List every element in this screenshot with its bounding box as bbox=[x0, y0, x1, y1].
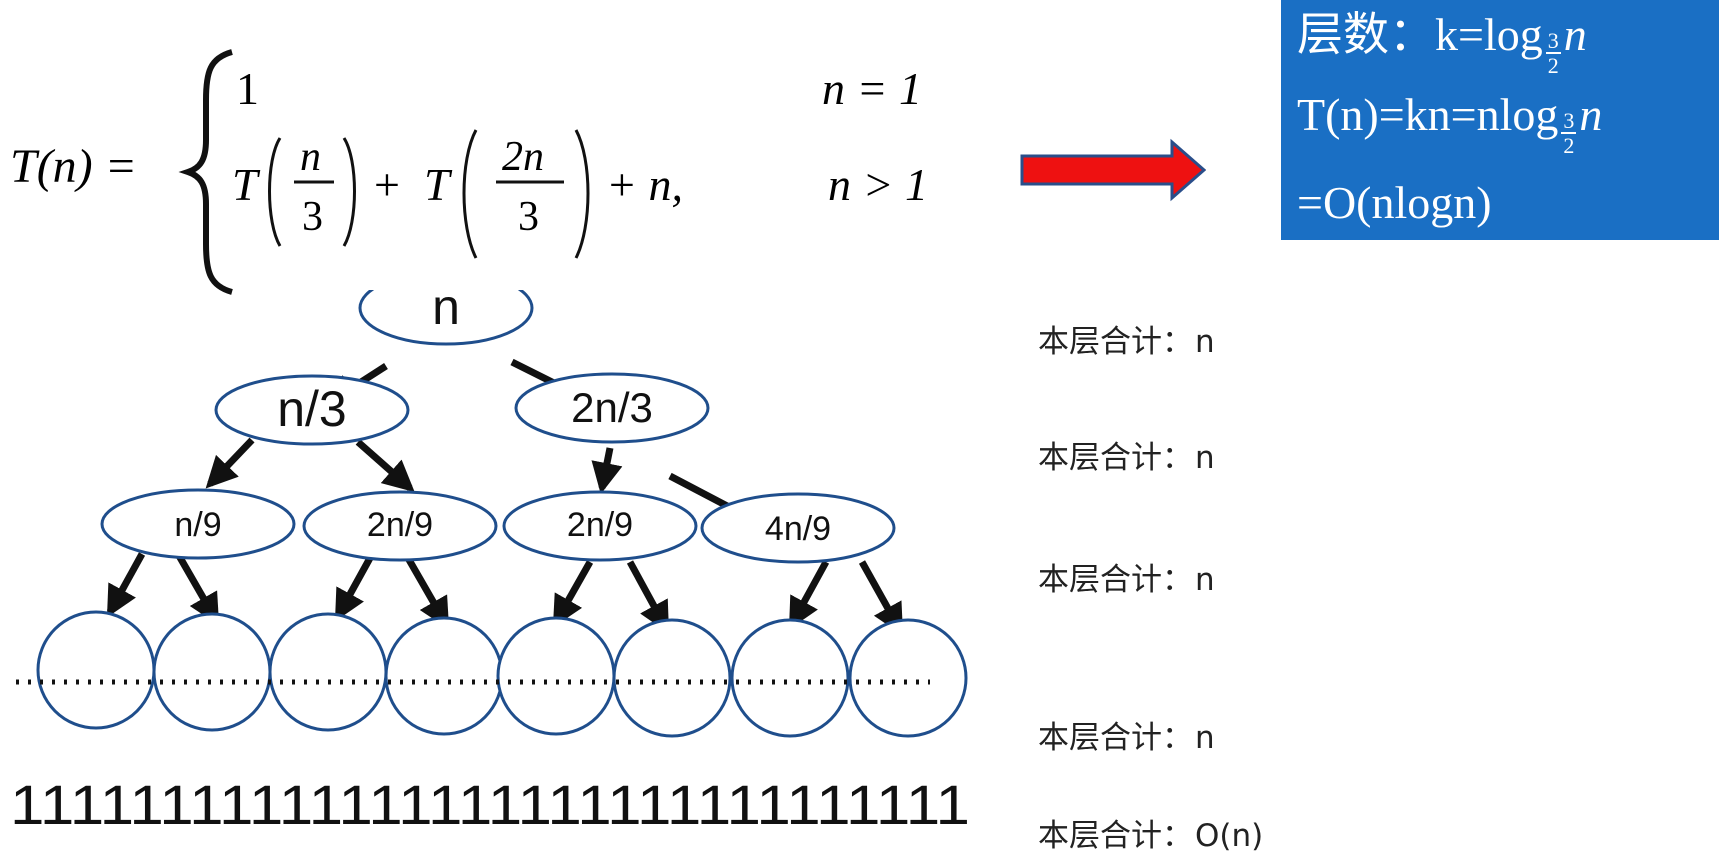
tree-leaf bbox=[848, 618, 968, 738]
node-label: 4n/9 bbox=[765, 510, 831, 548]
case1-condition: n = 1 bbox=[822, 63, 922, 114]
edge bbox=[174, 552, 220, 626]
tree-leaf bbox=[268, 612, 388, 732]
edge bbox=[788, 560, 830, 630]
log-arg-1: n bbox=[1563, 9, 1587, 60]
log-base-den-2: 2 bbox=[1563, 133, 1575, 159]
tree-node-l2-3 bbox=[502, 490, 698, 562]
frac2-den: 3 bbox=[518, 194, 539, 240]
level-sum-value: n bbox=[1195, 440, 1215, 476]
right-arrow-icon bbox=[1020, 138, 1206, 202]
paren-close-2 bbox=[574, 129, 590, 259]
edge bbox=[858, 560, 904, 636]
level-sum-label: 本层合计： bbox=[1038, 720, 1193, 756]
tree-leaves bbox=[36, 610, 968, 738]
edge bbox=[591, 447, 623, 495]
log-arg-2: n bbox=[1579, 89, 1603, 140]
paren-close-1 bbox=[342, 137, 356, 247]
edge bbox=[552, 560, 594, 628]
levels-text: 层数：k=log bbox=[1297, 9, 1543, 60]
node-label: 2n/3 bbox=[571, 384, 653, 431]
level-sum-value: n bbox=[1195, 562, 1215, 598]
edge bbox=[205, 437, 255, 489]
node-label: 2n/9 bbox=[367, 506, 433, 544]
level-sum-1: 本层合计：n bbox=[1038, 316, 1215, 361]
edge bbox=[626, 560, 670, 634]
paren-open-2 bbox=[462, 129, 478, 259]
level-sum-label: 本层合计： bbox=[1038, 818, 1193, 854]
recurrence-formula: T(n) = 1 n = 1 T n 3 + T 2n 3 + n, n > 1 bbox=[10, 49, 928, 295]
tree-leaf bbox=[384, 616, 504, 736]
tree-node-l1-left bbox=[214, 374, 410, 446]
tree-leaf bbox=[152, 612, 272, 732]
node-label: n/3 bbox=[277, 381, 347, 437]
level-sum-value: n bbox=[1195, 324, 1215, 360]
level-sum-5: 本层合计：O(n) bbox=[1038, 810, 1263, 855]
tree-leaf bbox=[496, 616, 616, 736]
case2-T1: T bbox=[232, 159, 261, 210]
tree-leaf bbox=[36, 610, 156, 730]
case2-tail: + n, bbox=[606, 159, 683, 210]
level-sum-label: 本层合计： bbox=[1038, 440, 1193, 476]
level-sum-label: 本层合计： bbox=[1038, 324, 1193, 360]
level-sum-value: n bbox=[1195, 720, 1215, 756]
log-base-num-1: 3 bbox=[1545, 28, 1561, 55]
level-sum-label: 本层合计： bbox=[1038, 562, 1193, 598]
level-sum-3: 本层合计：n bbox=[1038, 554, 1215, 599]
frac1-den: 3 bbox=[302, 194, 323, 240]
edge bbox=[355, 439, 415, 493]
tree-node-l1-right bbox=[514, 372, 710, 444]
case1-value: 1 bbox=[236, 63, 259, 114]
log-base-num-2: 3 bbox=[1561, 108, 1577, 135]
edge bbox=[404, 556, 450, 630]
edge bbox=[106, 552, 146, 618]
edge bbox=[334, 556, 374, 622]
level-sum-2: 本层合计：n bbox=[1038, 432, 1215, 477]
case2-plus: + bbox=[374, 159, 400, 210]
tree-node-l2-2 bbox=[302, 490, 498, 562]
case2-T2: T bbox=[424, 159, 453, 210]
formula-lhs: T(n) = bbox=[10, 140, 137, 193]
node-label: n bbox=[432, 290, 460, 335]
formula-brace bbox=[178, 49, 233, 295]
recursion-tree: n n/3 2n/3 n/9 2n/9 2n/9 4n/9 1111111111… bbox=[10, 290, 970, 836]
tree-leaf bbox=[730, 618, 850, 738]
tree-node-l2-4 bbox=[700, 492, 896, 564]
level-sum-value: O(n) bbox=[1195, 818, 1264, 854]
node-label: n/9 bbox=[174, 506, 221, 544]
frac2-num: 2n bbox=[502, 134, 544, 180]
level-sum-4: 本层合计：n bbox=[1038, 712, 1215, 757]
paren-open-1 bbox=[268, 137, 282, 247]
node-label: 2n/9 bbox=[567, 506, 633, 544]
tree-node-l2-1 bbox=[100, 488, 296, 560]
log-base-den-1: 2 bbox=[1547, 53, 1559, 79]
case2-condition: n > 1 bbox=[828, 159, 928, 210]
tree-edges bbox=[106, 358, 904, 636]
tree-leaf bbox=[612, 618, 732, 738]
frac1-num: n bbox=[300, 134, 321, 180]
tree-node-root bbox=[358, 290, 534, 346]
cost-text: T(n)=kn=nlog bbox=[1297, 89, 1559, 140]
bottom-ones: 11111111111111111111111111111111 bbox=[10, 773, 970, 836]
result-line-3: =O(nlogn) bbox=[1297, 177, 1492, 228]
